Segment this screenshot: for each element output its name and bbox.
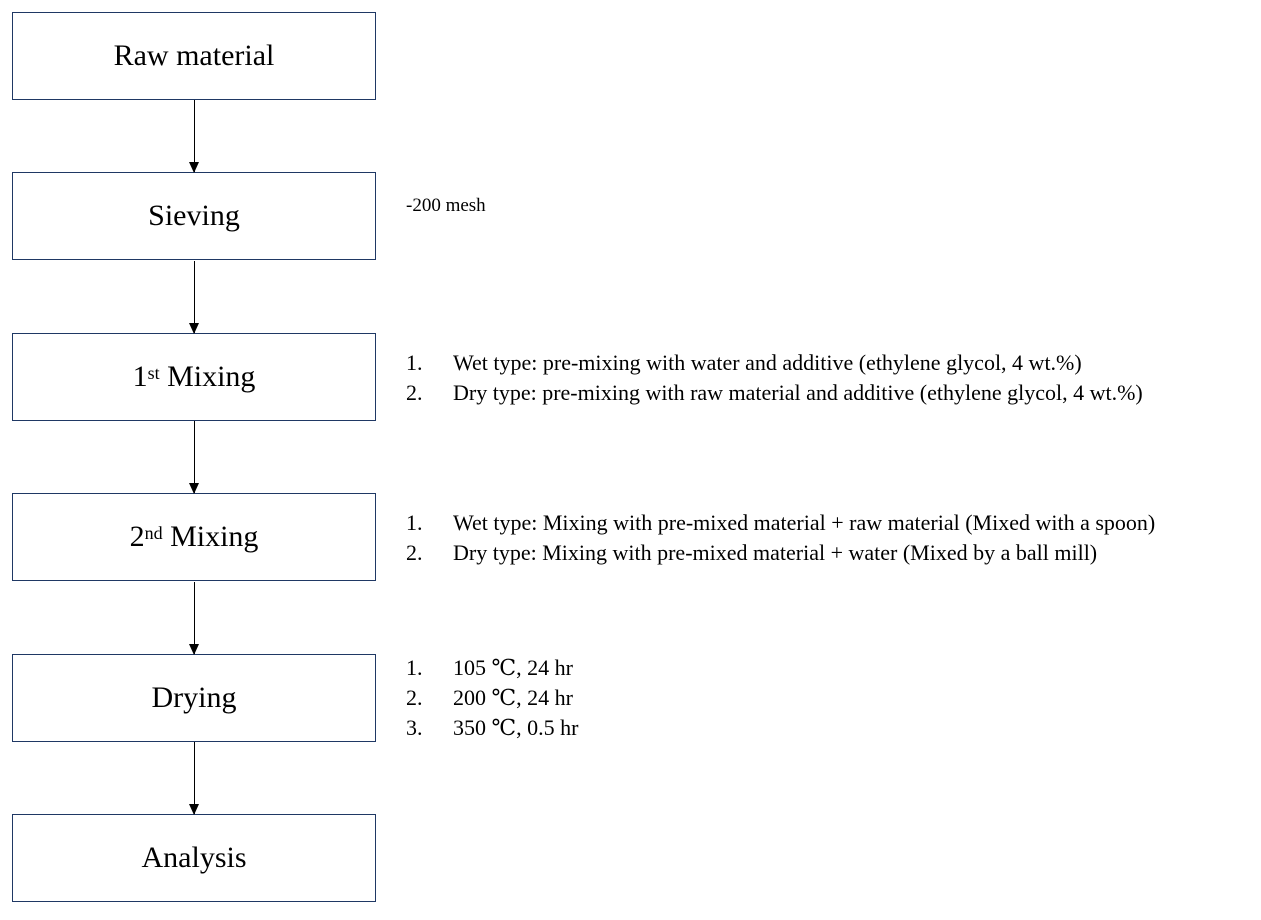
step-label: Drying (151, 681, 237, 714)
list-number: 2. (406, 685, 423, 710)
step-drying: Drying (12, 654, 376, 742)
sieving-note: -200 mesh (406, 195, 486, 216)
list-item: 2. Dry type: pre-mixing with raw materia… (406, 378, 1143, 408)
list-text: Dry type: Mixing with pre-mixed material… (453, 540, 1098, 565)
list-number: 1. (406, 655, 423, 680)
first-mixing-notes: 1. Wet type: pre-mixing with water and a… (406, 348, 1143, 408)
list-text: 105 ℃, 24 hr (453, 655, 573, 680)
step-label: Mixing (159, 360, 256, 393)
step-label: Sieving (148, 199, 240, 232)
second-mixing-notes: 1. Wet type: Mixing with pre-mixed mater… (406, 508, 1155, 568)
flow-arrow (189, 261, 199, 334)
list-text: Wet type: Mixing with pre-mixed material… (453, 510, 1156, 535)
flow-arrow (189, 421, 199, 494)
list-item: 1. Wet type: pre-mixing with water and a… (406, 348, 1143, 378)
step-label: Raw material (113, 39, 275, 72)
list-item: 1. 105 ℃, 24 hr (406, 653, 578, 683)
step-number: 2 (129, 520, 145, 553)
list-text: Dry type: pre-mixing with raw material a… (453, 380, 1143, 405)
list-text: 200 ℃, 24 hr (453, 685, 573, 710)
step-number: 1 (132, 360, 148, 393)
step-analysis: Analysis (12, 814, 376, 902)
step-label: Mixing (162, 520, 259, 553)
list-item: 3. 350 ℃, 0.5 hr (406, 713, 578, 743)
flow-arrow (189, 742, 199, 815)
list-number: 1. (406, 510, 423, 535)
drying-notes: 1. 105 ℃, 24 hr 2. 200 ℃, 24 hr 3. 350 ℃… (406, 653, 578, 743)
list-number: 3. (406, 715, 423, 740)
list-item: 2. Dry type: Mixing with pre-mixed mater… (406, 538, 1155, 568)
flow-arrow (189, 582, 199, 655)
list-text: 350 ℃, 0.5 hr (453, 715, 579, 740)
flow-arrow (189, 100, 199, 173)
step-label: Analysis (141, 841, 247, 874)
list-text: Wet type: pre-mixing with water and addi… (453, 350, 1082, 375)
list-number: 2. (406, 540, 423, 565)
list-number: 1. (406, 350, 423, 375)
list-number: 2. (406, 380, 423, 405)
list-item: 2. 200 ℃, 24 hr (406, 683, 578, 713)
step-raw-material: Raw material (12, 12, 376, 100)
list-item: 1. Wet type: Mixing with pre-mixed mater… (406, 508, 1155, 538)
step-sieving: Sieving (12, 172, 376, 260)
